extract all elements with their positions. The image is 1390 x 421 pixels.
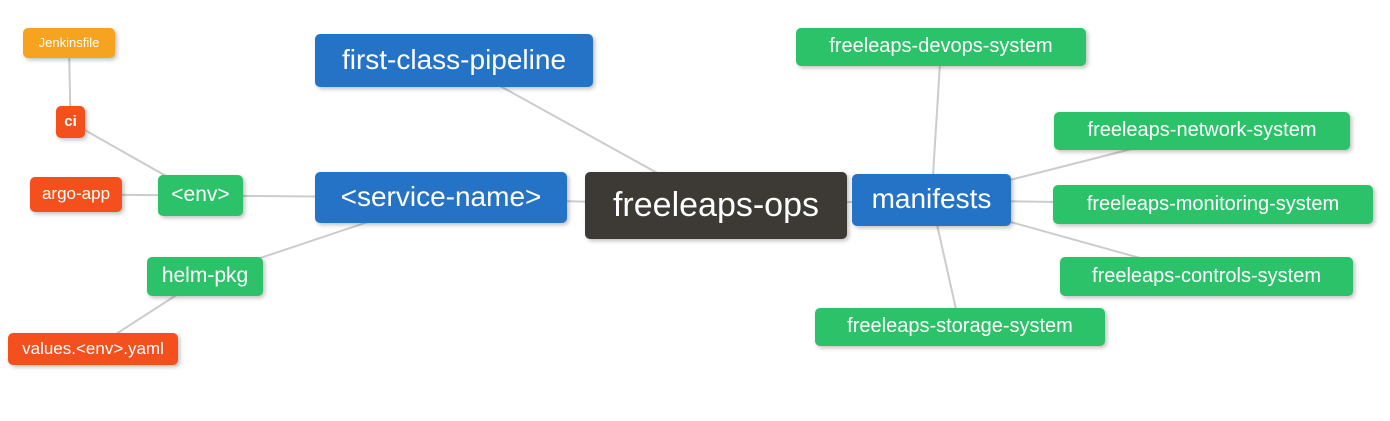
node-ci[interactable]: ci	[56, 106, 85, 138]
node-label-env: <env>	[171, 183, 230, 206]
node-label-service-name: <service-name>	[340, 180, 542, 212]
node-label-freeleaps-storage-system: freeleaps-storage-system	[847, 315, 1073, 337]
node-label-freeleaps-network-system: freeleaps-network-system	[1087, 119, 1317, 141]
node-values-env-yaml[interactable]: values.<env>.yaml	[8, 333, 178, 365]
node-freeleaps-controls-system[interactable]: freeleaps-controls-system	[1060, 257, 1353, 296]
node-freeleaps-ops[interactable]: freeleaps-ops	[585, 172, 847, 239]
node-label-freeleaps-monitoring-system: freeleaps-monitoring-system	[1086, 192, 1340, 215]
node-freeleaps-network-system[interactable]: freeleaps-network-system	[1054, 112, 1350, 150]
node-label-ci: ci	[64, 112, 77, 130]
node-label-values-env-yaml: values.<env>.yaml	[22, 338, 164, 358]
node-freeleaps-devops-system[interactable]: freeleaps-devops-system	[796, 28, 1086, 66]
node-label-freeleaps-ops: freeleaps-ops	[612, 185, 819, 224]
node-argo-app[interactable]: argo-app	[30, 177, 122, 212]
node-label-first-class-pipeline: first-class-pipeline	[341, 43, 567, 75]
node-label-freeleaps-controls-system: freeleaps-controls-system	[1092, 264, 1321, 287]
node-label-freeleaps-devops-system: freeleaps-devops-system	[829, 35, 1053, 57]
node-label-jenkinsfile: Jenkinsfile	[38, 34, 100, 50]
node-label-helm-pkg: helm-pkg	[161, 264, 249, 287]
node-manifests[interactable]: manifests	[852, 174, 1011, 226]
node-freeleaps-monitoring-system[interactable]: freeleaps-monitoring-system	[1053, 185, 1373, 224]
node-helm-pkg[interactable]: helm-pkg	[147, 257, 263, 296]
node-label-manifests: manifests	[871, 183, 992, 214]
node-service-name[interactable]: <service-name>	[315, 172, 567, 223]
node-label-argo-app: argo-app	[41, 184, 111, 203]
node-env[interactable]: <env>	[158, 175, 243, 216]
node-jenkinsfile[interactable]: Jenkinsfile	[23, 28, 115, 58]
node-first-class-pipeline[interactable]: first-class-pipeline	[315, 34, 593, 87]
node-freeleaps-storage-system[interactable]: freeleaps-storage-system	[815, 308, 1105, 346]
